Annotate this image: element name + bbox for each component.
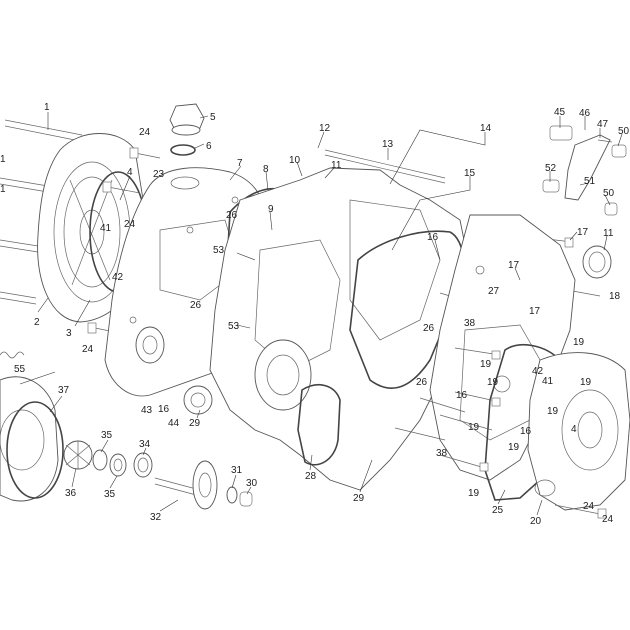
- callout-43: 43: [141, 405, 153, 416]
- callout-19-e: 19: [547, 406, 559, 417]
- callout-13: 13: [382, 139, 394, 150]
- callout-37: 37: [58, 385, 70, 396]
- crankcase-bolts: [394, 347, 501, 472]
- callout-24-d: 24: [583, 501, 595, 512]
- callout-19-d: 19: [580, 377, 592, 388]
- pump-shaft-gear: [154, 460, 218, 510]
- callout-26-c: 26: [423, 323, 435, 334]
- callout-29-a: 29: [189, 418, 201, 429]
- callout-19-c: 19: [487, 377, 499, 388]
- callout-1-left: 1: [0, 154, 6, 165]
- callout-25: 25: [492, 505, 504, 516]
- ignition-cover: [527, 352, 630, 511]
- callout-45: 45: [554, 107, 566, 118]
- callout-55: 55: [14, 364, 26, 375]
- callout-7: 7: [237, 158, 243, 169]
- callout-14: 14: [480, 123, 492, 134]
- callout-38-a: 38: [464, 318, 476, 329]
- callout-labels: 1 1 2 3 4 5 6 7 8 9 10 11 12 13 14 15 16…: [0, 102, 630, 527]
- callout-41-a: 41: [100, 223, 112, 234]
- callout-46: 46: [579, 108, 591, 119]
- callout-11: 11: [331, 160, 342, 171]
- callout-26-b: 26: [190, 300, 202, 311]
- callout-17-c: 17: [529, 306, 541, 317]
- callout-17-a: 17: [577, 227, 589, 238]
- callout-19-g: 19: [508, 442, 520, 453]
- callout-19-f: 19: [468, 422, 480, 433]
- callout-53-b: 53: [228, 321, 240, 332]
- callout-5: 5: [210, 112, 216, 123]
- water-pump-cover: [0, 376, 64, 502]
- callout-18: 18: [609, 291, 621, 302]
- callout-51: 51: [584, 176, 596, 187]
- callout-16-b: 16: [158, 404, 170, 415]
- shift-rod: [324, 149, 446, 184]
- callout-35-b: 35: [104, 489, 116, 500]
- callout-8: 8: [263, 164, 269, 175]
- callout-50-b: 50: [603, 188, 615, 199]
- callout-11-right: 11: [603, 228, 614, 239]
- long-bolts: [0, 119, 83, 305]
- callout-6: 6: [206, 141, 212, 152]
- callout-16-a: 16: [427, 232, 439, 243]
- callout-19-h: 19: [468, 488, 480, 499]
- callout-44: 44: [168, 418, 180, 429]
- callout-15: 15: [464, 168, 476, 179]
- callout-24-a: 24: [139, 127, 151, 138]
- callout-53-a: 53: [213, 245, 225, 256]
- callout-2: 2: [34, 317, 40, 328]
- callout-50-a: 50: [618, 126, 630, 137]
- gasket-lower-left: [297, 384, 341, 466]
- callout-52: 52: [545, 163, 557, 174]
- callout-16-c: 16: [456, 390, 468, 401]
- parts-layer: [0, 103, 630, 519]
- spring: [0, 351, 25, 359]
- center-crankcase: [183, 167, 471, 491]
- callout-28: 28: [305, 471, 317, 482]
- callout-35-a: 35: [101, 430, 113, 441]
- callout-24-e: 24: [602, 514, 614, 525]
- callout-26-d: 26: [416, 377, 428, 388]
- callout-42-a: 42: [112, 272, 124, 283]
- callout-4-right: 4: [571, 424, 577, 435]
- callout-19-a: 19: [573, 337, 585, 348]
- filler-cap: [169, 103, 205, 156]
- callout-34: 34: [139, 439, 151, 450]
- callout-3: 3: [66, 328, 72, 339]
- callout-42-b: 42: [532, 366, 544, 377]
- callout-31: 31: [231, 465, 243, 476]
- callout-20: 20: [530, 516, 542, 527]
- callout-38-b: 38: [436, 448, 448, 459]
- callout-24-b: 24: [124, 219, 136, 230]
- callout-12: 12: [319, 123, 331, 134]
- callout-24-c: 24: [82, 344, 94, 355]
- callout-32: 32: [150, 512, 162, 523]
- water-pump-impeller: [63, 440, 93, 470]
- callout-29-b: 29: [353, 493, 365, 504]
- callout-47: 47: [597, 119, 609, 130]
- callout-17-b: 17: [508, 260, 520, 271]
- washer-bushing: [226, 486, 253, 507]
- seals-bearings: [92, 449, 153, 478]
- callout-23: 23: [153, 169, 165, 180]
- callout-4: 4: [127, 167, 133, 178]
- leader-lines: [19, 112, 623, 516]
- callout-36: 36: [65, 488, 77, 499]
- callout-30: 30: [246, 478, 258, 489]
- callout-1: 1: [44, 102, 50, 113]
- callout-26-a: 26: [226, 210, 238, 221]
- oil-seal: [582, 245, 612, 279]
- cover-bolts-right: [554, 504, 607, 519]
- callout-19-b: 19: [480, 359, 492, 370]
- callout-41-b: 41: [542, 376, 554, 387]
- callout-27: 27: [488, 286, 500, 297]
- callout-10: 10: [289, 155, 301, 166]
- callout-9: 9: [268, 204, 274, 215]
- callout-16-d: 16: [520, 426, 532, 437]
- callout-1-left-mid: 1: [0, 184, 6, 195]
- linkage-parts: [542, 125, 627, 216]
